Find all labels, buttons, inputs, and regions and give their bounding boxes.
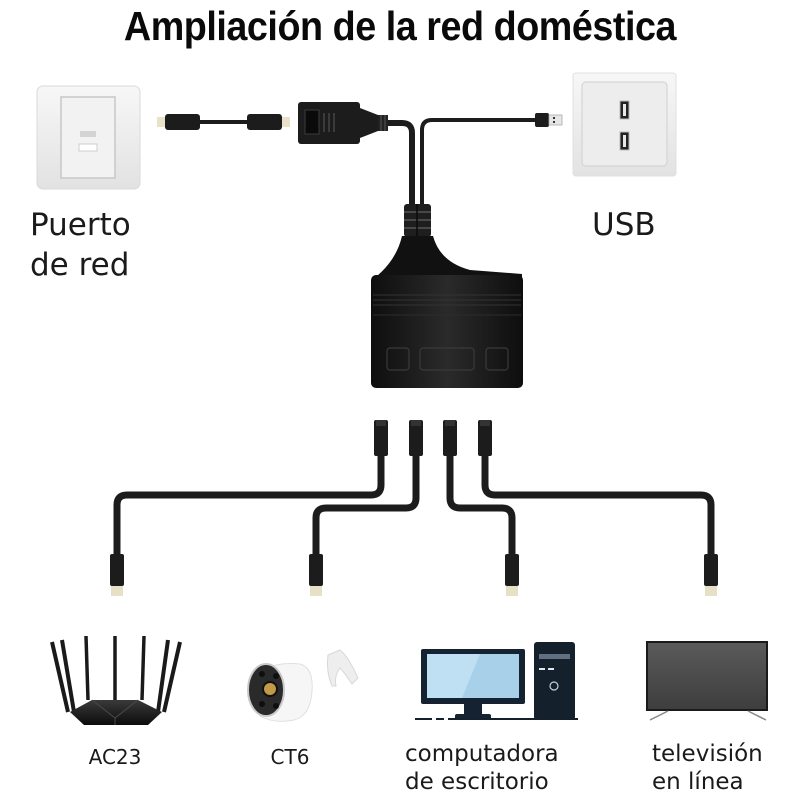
- security-camera-icon: [247, 649, 359, 722]
- usb-label: USB: [592, 207, 656, 243]
- wifi-router-icon: [50, 635, 182, 725]
- device-label-computer: computadora de escritorio: [405, 740, 595, 796]
- rj45-plug-icon: [443, 420, 457, 456]
- device-label-tv-line1: televisión: [652, 741, 763, 767]
- device-label-computer-line2: de escritorio: [405, 769, 549, 795]
- rj45-plug-icon: [409, 420, 423, 456]
- usb-plug-icon: [535, 113, 563, 127]
- device-label-tv: televisión en línea: [652, 740, 792, 796]
- ethernet-splitter-hub-icon: [371, 204, 523, 388]
- output-cable-computer: [446, 455, 516, 555]
- output-plugs-bottom: [110, 554, 718, 596]
- device-label-tv-line2: en línea: [652, 769, 744, 795]
- rj45-plug-icon: [110, 554, 124, 596]
- output-plugs-top: [374, 420, 492, 456]
- output-cable-tv: [481, 455, 715, 555]
- desktop-computer-icon: [415, 642, 578, 720]
- network-port-label-line2: de red: [30, 247, 130, 283]
- rj45-plug-icon: [374, 420, 388, 456]
- output-cable-camera: [312, 455, 420, 555]
- rj45-plug-icon: [309, 554, 323, 596]
- device-label-camera: CT6: [240, 744, 340, 770]
- ethernet-patch-cable-icon: [157, 114, 290, 130]
- ethernet-wall-socket-icon: [36, 85, 141, 190]
- device-label-camera-line1: CT6: [270, 745, 310, 769]
- output-cable-router: [113, 455, 385, 555]
- splitter-rj45-female-connector: [298, 102, 388, 144]
- smart-tv-icon: [646, 641, 768, 721]
- usb-wall-socket-icon: [572, 72, 677, 177]
- network-port-label-line1: Puerto: [30, 207, 131, 243]
- device-label-router-line1: AC23: [88, 745, 142, 769]
- rj45-plug-icon: [505, 554, 519, 596]
- rj45-plug-icon: [704, 554, 718, 596]
- usb-power-cable: [420, 118, 538, 210]
- device-label-computer-line1: computadora: [405, 741, 559, 767]
- rj45-plug-icon: [478, 420, 492, 456]
- device-label-router: AC23: [55, 744, 175, 770]
- page-title: Ampliación de la red doméstica: [123, 3, 677, 49]
- network-port-label: Puerto de red: [30, 205, 131, 285]
- output-cables: [113, 455, 715, 555]
